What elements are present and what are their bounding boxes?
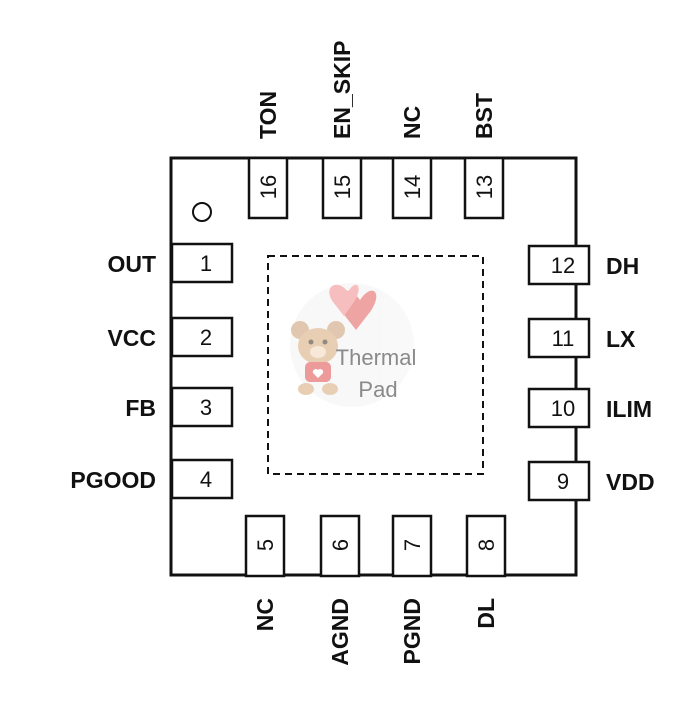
pin-number: 15 <box>330 175 355 199</box>
pin-number: 3 <box>200 395 212 420</box>
pin-label: AGND <box>327 598 353 666</box>
pin-pad <box>170 386 234 428</box>
pin-number: 2 <box>200 325 212 350</box>
pin-14: 14 NC <box>391 106 433 220</box>
pin-1: 1 OUT <box>107 242 234 284</box>
pin-number: 4 <box>200 467 212 492</box>
pin-pad <box>391 514 433 578</box>
pin-number: 16 <box>256 175 281 199</box>
pin-4: 4 PGOOD <box>70 458 234 500</box>
pin1-marker-icon <box>192 202 212 222</box>
thermal-pad-label-line2: Pad <box>358 377 397 402</box>
pin-10: 10 ILIM <box>527 387 652 429</box>
pin-number: 5 <box>253 539 278 551</box>
pin-pad <box>465 514 507 578</box>
pin-5: 5NC <box>244 514 286 631</box>
pin-11: 11 LX <box>527 317 636 359</box>
pin-number: 14 <box>400 175 425 199</box>
pin-label: NC <box>399 106 425 139</box>
pin-number: 13 <box>472 175 497 199</box>
thermal-pad-outline <box>267 255 484 475</box>
pin-pad <box>321 156 363 220</box>
pin-label: PGND <box>399 598 425 664</box>
pin-label: VDD <box>606 469 655 495</box>
pin-label: OUT <box>107 251 156 277</box>
pin-pad <box>463 156 505 220</box>
pin-number: 10 <box>551 396 575 421</box>
pin-pad <box>391 156 433 220</box>
pin-label: DL <box>473 598 499 629</box>
pin-8: 8DL <box>465 514 507 629</box>
pin-pad <box>527 387 591 429</box>
pin-9: 9 VDD <box>527 460 655 502</box>
pin-pad <box>527 317 591 359</box>
pin-pad <box>527 244 591 286</box>
pin-label: ILIM <box>606 396 652 422</box>
pin-number: 12 <box>551 253 575 278</box>
pin-label: NC <box>252 598 278 631</box>
pin-15: 15 EN_SKIP <box>321 41 363 220</box>
pin-number: 1 <box>200 251 212 276</box>
pin-label: DH <box>606 253 639 279</box>
pin-pad <box>527 460 591 502</box>
pin-label: BST <box>471 93 497 139</box>
pin-2: 2 VCC <box>107 316 234 358</box>
pin-number: 11 <box>552 326 575 351</box>
pin-pad <box>170 316 234 358</box>
pin-13: 13 BST <box>463 93 505 220</box>
pin-pad <box>170 458 234 500</box>
pin-pad <box>247 156 289 220</box>
pin-12: 12 DH <box>527 244 639 286</box>
pin-label: LX <box>606 326 636 352</box>
pin-3: 3 FB <box>125 386 234 428</box>
pin-label: FB <box>125 395 156 421</box>
pins-layer: 1 OUT 2 VCC 3 FB 4 PGOOD 9 VDD 10 ILIM 11 LX 12 DH 13 BST… <box>70 41 654 666</box>
thermal-pad-label-line1: Thermal <box>336 345 417 370</box>
pin-pad <box>244 514 286 578</box>
bear-watermark-icon <box>290 283 414 407</box>
pin-number: 8 <box>474 539 499 551</box>
pin-pad <box>319 514 361 578</box>
pin-number: 6 <box>328 539 353 551</box>
pin-16: 16 TON <box>247 91 289 220</box>
pin-label: EN_SKIP <box>329 41 355 139</box>
pin-pad <box>170 242 234 284</box>
pin-label: PGOOD <box>70 467 156 493</box>
pin-label: TON <box>255 91 281 139</box>
pin-number: 9 <box>557 469 569 494</box>
pin-number: 7 <box>400 539 425 551</box>
pin-label: VCC <box>107 325 156 351</box>
